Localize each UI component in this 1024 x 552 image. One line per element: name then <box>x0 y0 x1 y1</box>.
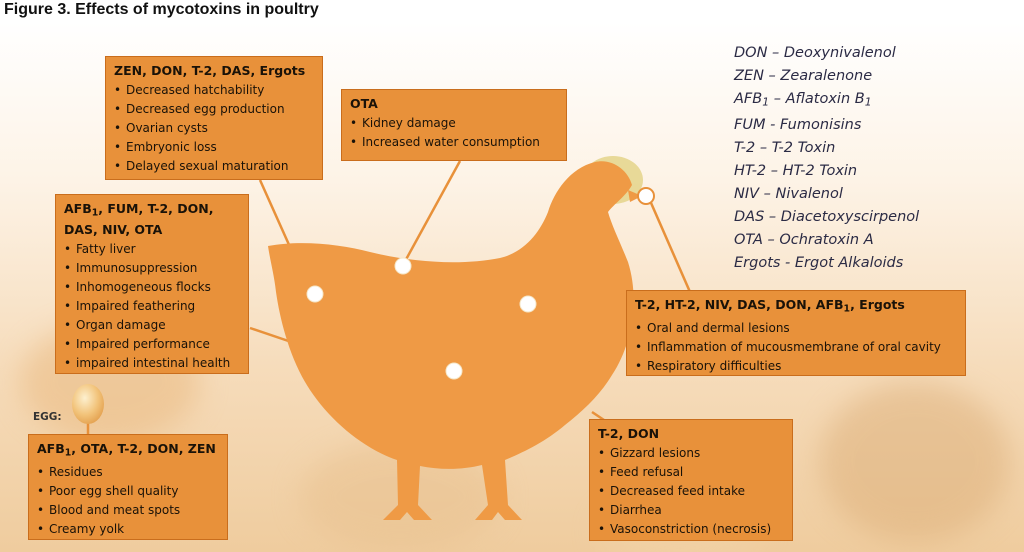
legend-entry-don: DON – Deoxynivalenol <box>734 45 896 61</box>
box-gizzard-effects: T-2, DON Gizzard lesions Feed refusal De… <box>589 419 793 541</box>
list-item: Delayed sexual maturation <box>114 157 314 176</box>
box-oral-list: Oral and dermal lesions Inflammation of … <box>635 319 957 376</box>
box-egg-head-a: AFB <box>37 441 65 456</box>
legend-afb-b: – Aflatoxin B <box>769 91 865 107</box>
legend-entry-fum: FUM - Fumonisins <box>734 116 862 133</box>
figure-title: Figure 3. Effects of mycotoxins in poult… <box>4 1 319 18</box>
legend-entry-ht2: HT-2 – HT-2 Toxin <box>734 162 858 179</box>
connector-oral <box>646 195 692 293</box>
list-item: Inflammation of mucousmembrane of oral c… <box>635 338 957 357</box>
connector-kidney <box>401 160 462 266</box>
list-item: Decreased feed intake <box>598 482 784 501</box>
legend-entry-zen: ZEN – Zearalenone <box>734 68 873 84</box>
list-item: impaired intestinal health <box>64 354 240 373</box>
list-item: Embryonic loss <box>114 138 314 157</box>
marker-liver <box>306 285 324 303</box>
box-egg-head-sub: 1 <box>64 447 72 459</box>
list-item: Immunosuppression <box>64 259 240 278</box>
list-item: Residues <box>37 463 219 482</box>
list-item: Feed refusal <box>598 463 784 482</box>
box-gizzard-list: Gizzard lesions Feed refusal Decreased f… <box>598 444 784 539</box>
legend-entry-ota: OTA – Ochratoxin A <box>734 231 874 248</box>
legend-entry-ergots: Ergots - Ergot Alkaloids <box>734 254 904 271</box>
legend-afb-a: AFB <box>734 91 763 107</box>
legend-afb-sub: 1 <box>762 95 770 109</box>
marker-kidney <box>394 257 412 275</box>
list-item: Gizzard lesions <box>598 444 784 463</box>
legend-entry-das: DAS – Diacetoxyscirpenol <box>734 208 920 225</box>
legend-afb-sub2: 1 <box>864 95 872 109</box>
list-item: Respiratory difficulties <box>635 357 957 376</box>
box-oral-head-b: , Ergots <box>850 297 905 312</box>
legend-entry-niv: NIV – Nivalenol <box>734 185 843 202</box>
list-item: Kidney damage <box>350 114 558 133</box>
box-kidney-head: OTA <box>350 96 378 111</box>
egg-label: EGG: <box>33 411 62 423</box>
box-reproduction-head: ZEN, DON, T-2, DAS, Ergots <box>114 63 306 78</box>
list-item: Inhomogeneous flocks <box>64 278 240 297</box>
list-item: Impaired performance <box>64 335 240 354</box>
list-item: Oral and dermal lesions <box>635 319 957 338</box>
box-kidney-list: Kidney damage Increased water consumptio… <box>350 114 558 152</box>
list-item: Blood and meat spots <box>37 501 219 520</box>
legend-entry-t2: T-2 – T-2 Toxin <box>734 139 836 156</box>
box-reproduction-effects: ZEN, DON, T-2, DAS, Ergots Decreased hat… <box>105 56 323 180</box>
hen-beak <box>628 190 642 202</box>
marker-oral-rear <box>519 295 537 313</box>
box-egg-head: AFB1, OTA, T-2, DON, ZEN <box>37 440 219 461</box>
box-egg-list: Residues Poor egg shell quality Blood an… <box>37 463 219 539</box>
list-item: Impaired feathering <box>64 297 240 316</box>
box-oral-head-a: T-2, HT-2, NIV, DAS, DON, AFB <box>635 297 844 312</box>
box-egg-head-b: , OTA, T-2, DON, ZEN <box>71 441 216 456</box>
list-item: Organ damage <box>64 316 240 335</box>
box-liver-head-line2: DAS, NIV, OTA <box>64 222 163 238</box>
list-item: Diarrhea <box>598 501 784 520</box>
list-item: Decreased hatchability <box>114 81 314 100</box>
box-oral-head: T-2, HT-2, NIV, DAS, DON, AFB1, Ergots <box>635 296 957 317</box>
legend-entry-afb1: AFB1 – Aflatoxin B1 <box>734 88 919 114</box>
box-liver-head-rest: , FUM, T-2, DON, <box>98 201 214 216</box>
marker-gizzard <box>445 362 463 380</box>
box-reproduction-list: Decreased hatchability Decreased egg pro… <box>114 81 314 176</box>
box-egg-effects: AFB1, OTA, T-2, DON, ZEN Residues Poor e… <box>28 434 228 540</box>
box-liver-effects: AFB1, FUM, T-2, DON, DAS, NIV, OTA Fatty… <box>55 194 249 374</box>
connector-reproduction <box>258 179 292 248</box>
box-liver-head-afb: AFB <box>64 201 92 216</box>
box-liver-head: AFB1, FUM, T-2, DON, <box>64 200 240 221</box>
box-liver-list: Fatty liver Immunosuppression Inhomogene… <box>64 240 240 373</box>
list-item: Decreased egg production <box>114 100 314 119</box>
connector-gizzard <box>591 410 605 422</box>
box-kidney-effects: OTA Kidney damage Increased water consum… <box>341 89 567 161</box>
box-oral-effects: T-2, HT-2, NIV, DAS, DON, AFB1, Ergots O… <box>626 290 966 376</box>
list-item: Increased water consumption <box>350 133 558 152</box>
egg-icon <box>72 384 104 424</box>
list-item: Vasoconstriction (necrosis) <box>598 520 784 539</box>
marker-oral-beak <box>637 187 655 205</box>
abbreviation-legend: DON – Deoxynivalenol ZEN – Zearalenone A… <box>734 42 919 275</box>
list-item: Poor egg shell quality <box>37 482 219 501</box>
list-item: Ovarian cysts <box>114 119 314 138</box>
box-gizzard-head: T-2, DON <box>598 426 660 441</box>
box-liver-head-sub: 1 <box>91 207 99 219</box>
box-oral-head-sub: 1 <box>843 303 851 315</box>
hen-body <box>268 161 634 520</box>
list-item: Creamy yolk <box>37 520 219 539</box>
list-item: Fatty liver <box>64 240 240 259</box>
